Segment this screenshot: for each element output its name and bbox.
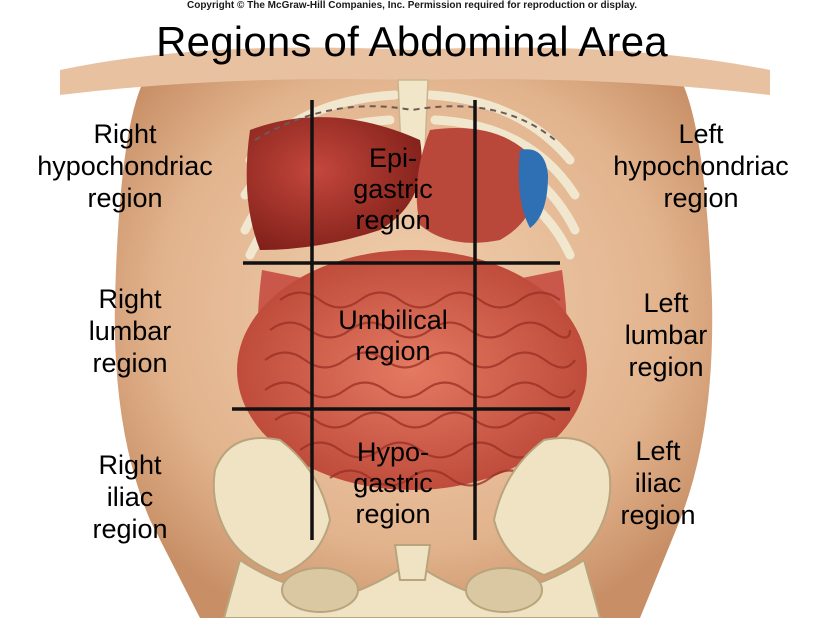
label-line: region bbox=[92, 348, 168, 378]
label-line: Left bbox=[643, 288, 689, 318]
label-line: region bbox=[663, 183, 739, 213]
label-left-lumbar: Left lumbar region bbox=[576, 287, 756, 383]
diagram-title: Regions of Abdominal Area bbox=[156, 18, 668, 65]
label-line: Umbilical bbox=[338, 305, 448, 335]
label-line: Right bbox=[98, 450, 162, 480]
label-right-lumbar: Right lumbar region bbox=[40, 283, 220, 379]
chest-top bbox=[60, 47, 770, 95]
copyright-notice: Copyright © The McGraw-Hill Companies, I… bbox=[186, 0, 638, 11]
label-hypogastric: Hypo- gastric region bbox=[318, 437, 468, 530]
label-line: Left bbox=[635, 436, 681, 466]
label-line: Left bbox=[678, 119, 724, 149]
label-line: region bbox=[87, 183, 163, 213]
label-left-hypochondriac: Left hypochondriac region bbox=[586, 118, 816, 214]
label-line: Epi- bbox=[368, 143, 417, 173]
label-line: gastric bbox=[353, 468, 433, 498]
label-line: hypochondriac bbox=[37, 151, 213, 181]
region-grid bbox=[232, 100, 570, 540]
label-line: Hypo- bbox=[356, 437, 430, 467]
label-line: region bbox=[355, 205, 431, 235]
label-line: iliac bbox=[634, 468, 682, 498]
liver bbox=[246, 117, 422, 250]
label-line: lumbar bbox=[88, 316, 172, 346]
label-line: Right bbox=[93, 119, 157, 149]
label-line: Right bbox=[98, 284, 162, 314]
label-line: region bbox=[620, 500, 696, 530]
label-line: hypochondriac bbox=[613, 151, 789, 181]
pelvis bbox=[212, 437, 612, 618]
small-intestine bbox=[237, 250, 587, 490]
label-line: region bbox=[355, 336, 431, 366]
label-umbilical: Umbilical region bbox=[318, 305, 468, 367]
label-epigastric: Epi- gastric region bbox=[318, 143, 468, 236]
label-line: region bbox=[355, 499, 431, 529]
label-line: region bbox=[92, 514, 168, 544]
label-line: region bbox=[628, 352, 704, 382]
label-left-iliac: Left iliac region bbox=[568, 435, 748, 531]
label-right-hypochondriac: Right hypochondriac region bbox=[10, 118, 240, 214]
label-line: lumbar bbox=[624, 320, 708, 350]
spleen bbox=[518, 149, 548, 228]
label-line: gastric bbox=[353, 174, 433, 204]
label-right-iliac: Right iliac region bbox=[40, 449, 220, 545]
intestine-coils bbox=[264, 291, 576, 487]
label-line: iliac bbox=[106, 482, 154, 512]
